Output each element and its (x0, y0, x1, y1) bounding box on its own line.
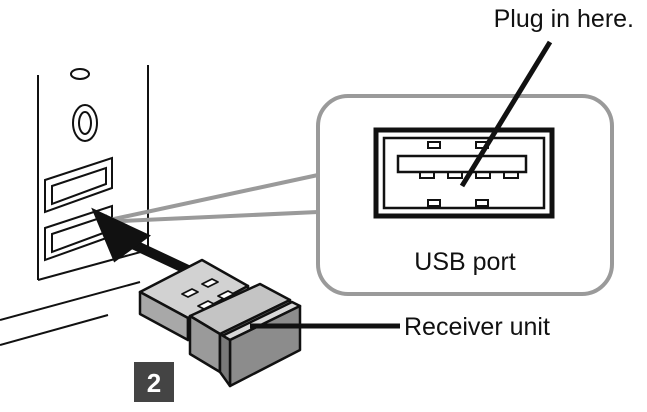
top-jack-icon (70, 68, 90, 80)
usb-slot-upper (44, 156, 113, 214)
usb-port-callout: USB port (99, 94, 614, 296)
chassis-usb-ports (44, 156, 113, 262)
insert-direction-arrow (91, 207, 191, 275)
plug-in-here-leader-line (459, 40, 553, 188)
round-jack-icon (72, 104, 98, 142)
step-number: 2 (147, 368, 161, 398)
computer-chassis (0, 65, 149, 346)
receiver-unit-label: Receiver unit (404, 313, 550, 341)
step-number-badge: 2 (134, 362, 174, 402)
audio-jack-icons (70, 68, 98, 142)
plug-in-here-label: Plug in here. (494, 5, 634, 33)
usb-port-zoomed-icon (373, 127, 555, 219)
usb-port-label: USB port (414, 248, 515, 276)
